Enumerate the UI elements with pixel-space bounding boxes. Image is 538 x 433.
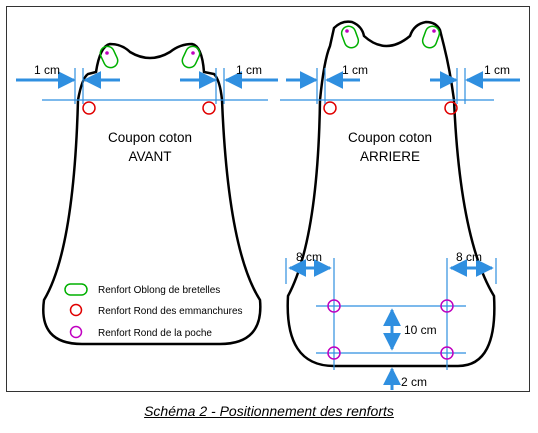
front-left-strap-reinforcement (99, 45, 119, 69)
legend-label-armhole: Renfort Rond des emmanchures (98, 306, 243, 317)
front-panel-outline (42, 42, 262, 346)
back-left-strap-dot (345, 29, 349, 33)
back-title-line2: ARRIERE (360, 149, 420, 164)
front-right-measure: 1 cm (236, 63, 262, 77)
front-right-strap-reinforcement (181, 45, 201, 69)
legend-label-pocket: Renfort Rond de la poche (98, 328, 212, 339)
front-left-strap-dot (105, 51, 109, 55)
pocket-top-left-reinforcement (327, 299, 341, 313)
back-right-strap-dot (432, 29, 436, 33)
back-right-measure: 1 cm (484, 63, 510, 77)
pocket-bottom-measure: 2 cm (401, 375, 427, 389)
back-title-line1: Coupon coton (348, 130, 432, 145)
legend-armhole-icon (69, 303, 83, 317)
pocket-bottom-left-reinforcement (327, 346, 341, 360)
legend-label-oblong: Renfort Oblong de bretelles (98, 285, 220, 296)
front-left-armhole-reinforcement (82, 101, 96, 115)
pocket-right-measure: 8 cm (456, 250, 482, 264)
back-left-strap-reinforcement (340, 25, 360, 49)
front-right-strap-dot (191, 51, 195, 55)
front-title-line2: AVANT (128, 149, 171, 164)
legend-pocket-icon (69, 325, 83, 339)
diagram-frame (6, 6, 530, 392)
back-right-armhole-reinforcement (444, 101, 458, 115)
pocket-top-right-reinforcement (440, 299, 454, 313)
pocket-bottom-right-reinforcement (440, 346, 454, 360)
front-title-line1: Coupon coton (108, 130, 192, 145)
legend-oblong-icon (64, 283, 88, 296)
back-left-measure: 1 cm (342, 63, 368, 77)
pocket-height-measure: 10 cm (404, 323, 437, 337)
front-right-armhole-reinforcement (202, 101, 216, 115)
pocket-left-measure: 8 cm (296, 250, 322, 264)
back-panel-outline (286, 20, 496, 368)
back-left-armhole-reinforcement (323, 101, 337, 115)
figure-caption: Schéma 2 - Positionnement des renforts (144, 403, 394, 419)
back-right-strap-reinforcement (421, 25, 441, 49)
front-left-measure: 1 cm (34, 63, 60, 77)
